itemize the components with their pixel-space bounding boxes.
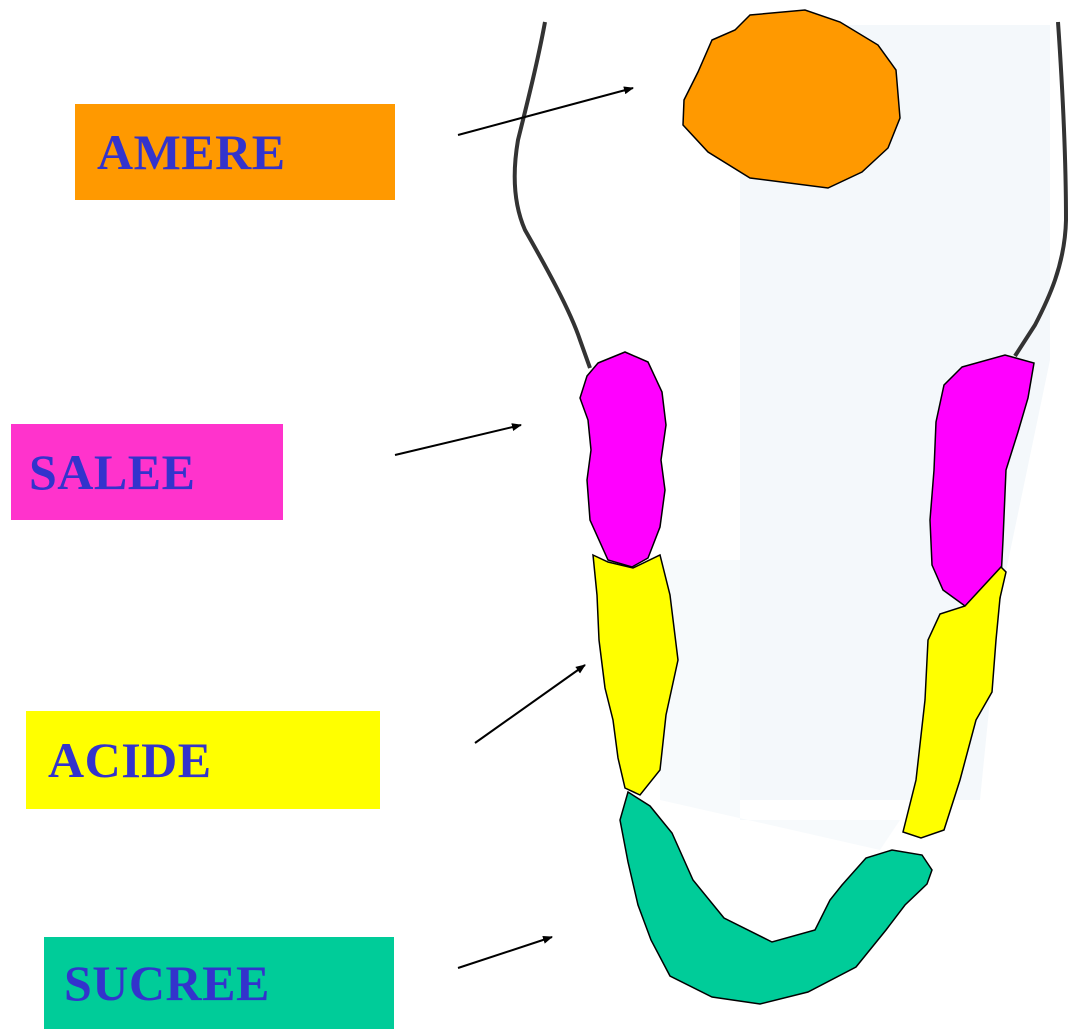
salee-region-left bbox=[580, 352, 666, 567]
acide-label: ACIDE bbox=[48, 735, 212, 785]
acide-label-box: ACIDE bbox=[26, 711, 380, 809]
salee-label-box: SALEE bbox=[11, 424, 283, 520]
salee-label: SALEE bbox=[29, 447, 195, 497]
tongue-left-edge bbox=[515, 22, 590, 368]
sucree-arrow bbox=[458, 937, 552, 968]
salee-arrow bbox=[395, 425, 521, 455]
sucree-label-box: SUCREE bbox=[44, 937, 394, 1029]
sucree-label: SUCREE bbox=[64, 958, 270, 1008]
amere-label: AMERE bbox=[97, 127, 286, 177]
amere-arrow bbox=[458, 88, 633, 135]
amere-label-box: AMERE bbox=[75, 104, 395, 200]
acide-arrow bbox=[475, 665, 585, 743]
